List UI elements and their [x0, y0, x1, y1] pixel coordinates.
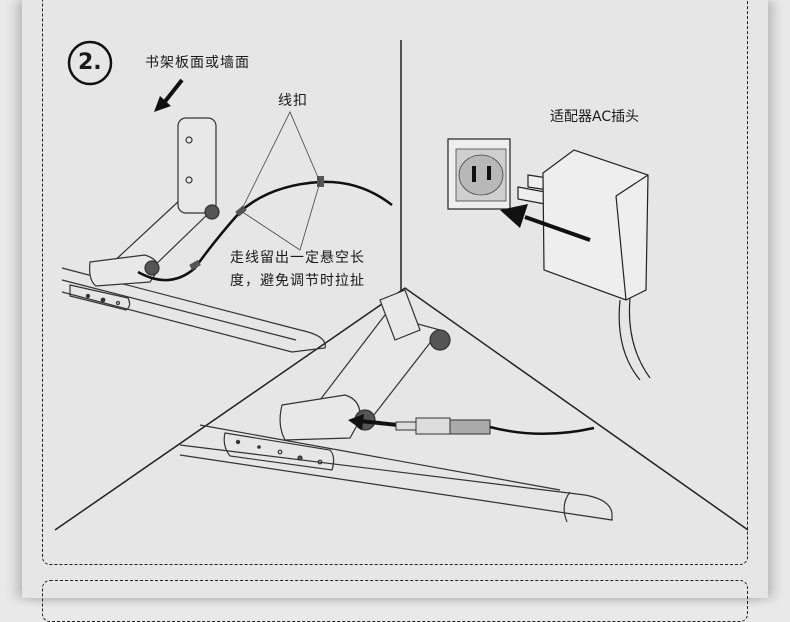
step-number: 2.	[78, 50, 102, 75]
clip-pointer-lines	[240, 111, 321, 212]
label-cable-slack-1: 走线留出一定悬空长	[230, 250, 365, 266]
ac-adapter	[517, 149, 651, 381]
bracket-detail	[279, 289, 451, 441]
cable-clip-3	[317, 176, 324, 187]
arrow-into-port-icon	[359, 419, 399, 427]
step-number-circle	[67, 40, 113, 86]
wall-socket	[447, 138, 511, 210]
label-adapter: 适配器AC插头	[550, 109, 640, 125]
label-cable-clip: 线扣	[278, 93, 308, 109]
step-2-panel	[42, 0, 748, 565]
arrow-down-left-icon	[154, 78, 184, 112]
dc-plug	[348, 414, 595, 435]
label-cable-slack-2: 度，避免调节时拉扯	[230, 273, 365, 289]
cable-clip-1	[189, 259, 201, 271]
zoom-detail-triangle	[54, 287, 749, 531]
illustration	[54, 40, 749, 531]
label-mount-surface: 书架板面或墙面	[145, 55, 250, 71]
arrow-left-icon	[500, 204, 591, 242]
light-bar-detail	[179, 424, 613, 523]
light-bar-top	[61, 267, 326, 353]
bracket-mount	[89, 117, 220, 287]
